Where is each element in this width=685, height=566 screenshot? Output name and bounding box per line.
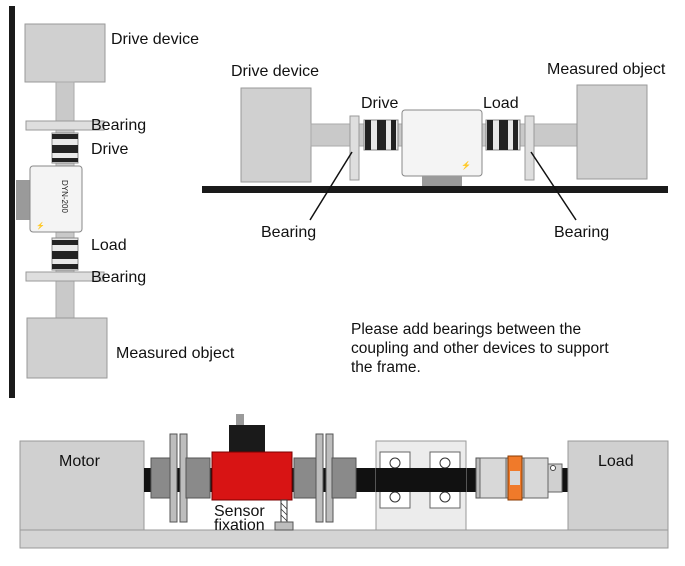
note-line-3: the frame.	[351, 359, 421, 376]
vertical-sensor-model: DYN-200	[60, 180, 69, 213]
vertical-bearing-top	[25, 120, 105, 131]
vertical-bearing-bottom	[25, 271, 105, 282]
note-line-2: coupling and other devices to support	[351, 340, 609, 357]
bench-sensor-label-1: Sensor	[214, 503, 265, 520]
bench-base	[19, 529, 669, 549]
vertical-drive-device	[24, 23, 106, 83]
bench-load-label: Load	[598, 453, 634, 470]
horizontal-drive-device	[240, 87, 312, 183]
bench-flange-left-1	[169, 433, 178, 523]
test-bench: Motor Load Sensor fixation	[19, 414, 669, 549]
installation-note: Please add bearings between the coupling…	[351, 321, 609, 376]
vertical-sensor-mount	[16, 180, 30, 220]
bench-motor-label: Motor	[59, 453, 101, 470]
vertical-load-label: Load	[91, 237, 127, 254]
horizontal-frame-bar	[202, 186, 668, 193]
horizontal-bearing-right	[524, 115, 535, 181]
vertical-frame-bar	[9, 6, 15, 398]
horizontal-measured-object	[576, 84, 648, 180]
bench-motor	[19, 440, 145, 531]
vertical-measured-object	[26, 317, 108, 379]
bench-flange-right-1	[315, 433, 324, 523]
bench-load	[567, 440, 669, 531]
vertical-sensor-body	[29, 165, 83, 233]
horizontal-sensor-mount	[422, 176, 462, 186]
horizontal-mounting: ⚡ Drive device Drive Load Measured objec…	[202, 61, 668, 241]
horizontal-load-label: Load	[483, 95, 519, 112]
horizontal-drive-label: Drive	[361, 95, 398, 112]
vertical-bearing-top-label: Bearing	[91, 117, 146, 134]
horizontal-measured-object-label: Measured object	[547, 61, 666, 78]
bench-sensor-label-2: fixation	[214, 517, 265, 534]
vertical-bearing-bottom-label: Bearing	[91, 269, 146, 286]
horizontal-bearing-right-label: Bearing	[554, 224, 609, 241]
vertical-measured-object-label: Measured object	[116, 345, 235, 362]
horizontal-bearing-left	[349, 115, 360, 181]
horizontal-sensor-icon: ⚡	[461, 160, 471, 170]
vertical-drive-label: Drive	[91, 141, 128, 158]
bench-sensor-body	[211, 451, 293, 501]
horizontal-drive-device-label: Drive device	[231, 63, 319, 80]
note-line-1: Please add bearings between the	[351, 321, 581, 338]
vertical-sensor-icon: ⚡	[36, 221, 45, 230]
bearing-right-leader	[530, 151, 577, 221]
bench-sensor-connector	[229, 425, 265, 453]
horizontal-bearing-left-label: Bearing	[261, 224, 316, 241]
vertical-drive-device-label: Drive device	[111, 31, 199, 48]
vertical-mounting: DYN-200 ⚡ Drive device Bearing Drive Loa…	[9, 6, 235, 398]
bearing-left-leader	[309, 151, 353, 221]
